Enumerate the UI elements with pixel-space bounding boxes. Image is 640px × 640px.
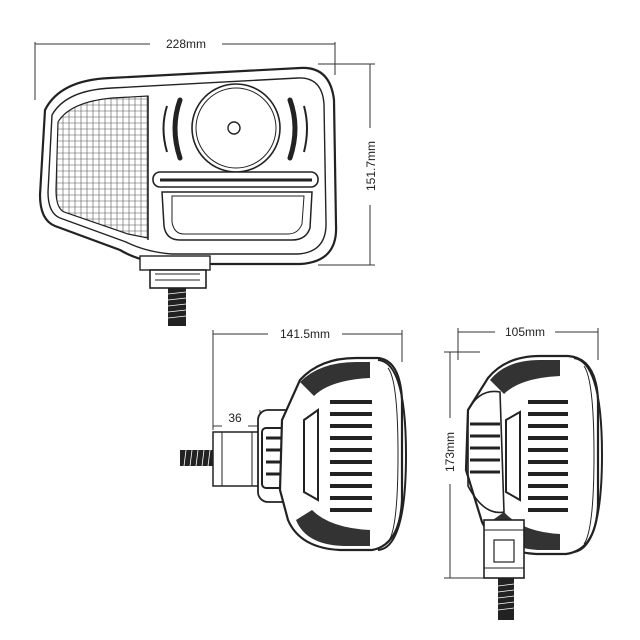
front-mount — [139, 255, 211, 326]
front-height-label: 151.7mm — [364, 141, 378, 191]
side-heatsink-body — [278, 356, 404, 552]
side-lens-rim — [377, 359, 408, 551]
side-depth-dimension: 141.5mm — [212, 327, 403, 430]
rear-width-label: 105mm — [505, 325, 545, 339]
front-view: 228mm 151.7mm — [34, 37, 378, 326]
side-bolt — [180, 450, 216, 466]
side-depth-label: 141.5mm — [280, 327, 330, 341]
front-lower-lens — [161, 191, 313, 241]
rear-height-label: 173mm — [443, 432, 457, 472]
side-mount-block — [212, 431, 262, 487]
rear-view: 105mm 173mm — [443, 325, 604, 620]
mount-offset-label: 36 — [228, 411, 242, 425]
rear-width-dimension: 105mm — [457, 325, 599, 360]
front-housing-inner — [47, 77, 327, 255]
rear-height-dimension: 173mm — [443, 351, 490, 579]
front-height-dimension: 151.7mm — [318, 63, 378, 266]
side-view: 141.5mm 36 — [180, 327, 408, 552]
rear-mount — [483, 519, 525, 620]
front-housing — [38, 66, 338, 266]
front-projector — [162, 83, 308, 173]
front-width-label: 228mm — [166, 37, 206, 51]
front-left-lens — [55, 95, 149, 239]
front-width-dimension: 228mm — [34, 37, 336, 100]
mount-offset-dimension: 36 — [213, 410, 261, 428]
